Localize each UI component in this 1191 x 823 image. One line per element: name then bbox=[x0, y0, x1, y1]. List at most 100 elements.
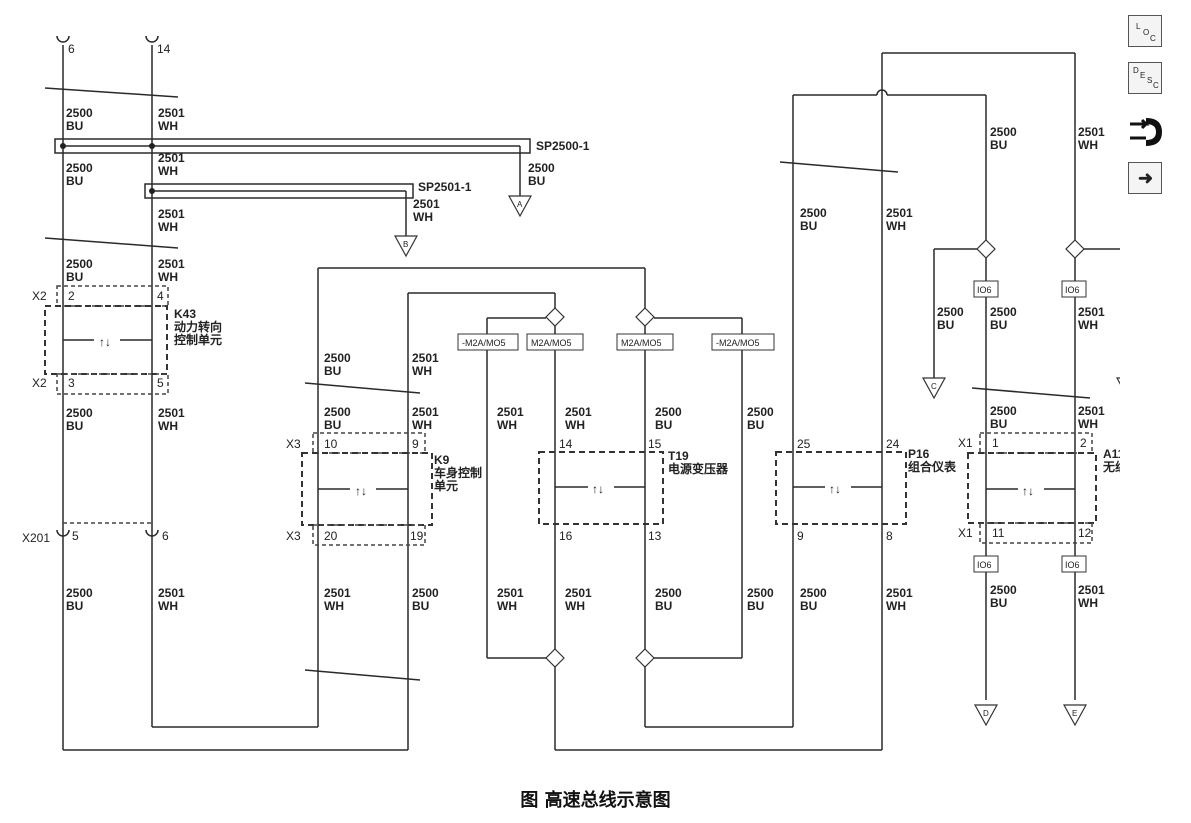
k43-name2: 控制单元 bbox=[174, 332, 222, 347]
svg-text:2501: 2501 bbox=[412, 351, 439, 365]
svg-text:2500: 2500 bbox=[412, 586, 439, 600]
svg-text:2501: 2501 bbox=[324, 586, 351, 600]
svg-text:WH: WH bbox=[158, 164, 178, 178]
svg-text:↑↓: ↑↓ bbox=[355, 484, 367, 498]
pin-labels: 6 14 2 4 3 5 5 6 10 9 20 19 14 15 16 13 … bbox=[68, 42, 1092, 543]
svg-text:BU: BU bbox=[66, 119, 83, 133]
svg-text:2500: 2500 bbox=[324, 405, 351, 419]
k43-name1: 动力转向 bbox=[174, 319, 222, 334]
splice-sp2501 bbox=[144, 183, 414, 199]
module-a11 bbox=[967, 432, 1097, 544]
junction-dots bbox=[60, 143, 155, 194]
svg-text:↑↓: ↑↓ bbox=[1022, 484, 1034, 498]
tag-io6-2: IO6 bbox=[1065, 285, 1080, 295]
svg-text:2500: 2500 bbox=[66, 257, 93, 271]
svg-text:BU: BU bbox=[747, 418, 764, 432]
svg-text:2501: 2501 bbox=[158, 257, 185, 271]
svg-text:24: 24 bbox=[886, 437, 900, 451]
k9-name2: 单元 bbox=[434, 478, 458, 493]
svg-text:2500: 2500 bbox=[990, 404, 1017, 418]
tag-boxes: -M2A/MO5 M2A/MO5 M2A/MO5 -M2A/MO5 IO6 IO… bbox=[457, 280, 1087, 573]
tag-m2a-4: -M2A/MO5 bbox=[716, 338, 760, 348]
svg-text:12: 12 bbox=[1078, 526, 1092, 540]
svg-text:25: 25 bbox=[797, 437, 811, 451]
tag-m2a-3: M2A/MO5 bbox=[621, 338, 662, 348]
svg-text:BU: BU bbox=[324, 418, 341, 432]
svg-text:2500: 2500 bbox=[990, 125, 1017, 139]
svg-text:2501: 2501 bbox=[565, 405, 592, 419]
desc-button[interactable]: D E S C bbox=[1128, 62, 1162, 94]
k9-name1: 车身控制 bbox=[434, 465, 482, 480]
svg-text:4: 4 bbox=[157, 289, 164, 303]
tag-m2a-1: -M2A/MO5 bbox=[462, 338, 506, 348]
ref-a: A bbox=[517, 200, 523, 209]
a11-conn-bot: X1 bbox=[958, 526, 973, 540]
svg-text:2501: 2501 bbox=[158, 151, 185, 165]
ref-b: B bbox=[403, 240, 408, 249]
svg-text:9: 9 bbox=[797, 529, 804, 543]
module-p16 bbox=[775, 451, 907, 525]
sp2501-label: SP2501-1 bbox=[418, 180, 472, 194]
svg-text:↑↓: ↑↓ bbox=[592, 482, 604, 496]
next-arrow-button[interactable]: ➜ bbox=[1128, 162, 1162, 194]
svg-text:BU: BU bbox=[324, 364, 341, 378]
svg-text:WH: WH bbox=[886, 219, 906, 233]
svg-text:2501: 2501 bbox=[1078, 404, 1105, 418]
svg-text:BU: BU bbox=[990, 596, 1007, 610]
svg-text:WH: WH bbox=[158, 419, 178, 433]
svg-text:6: 6 bbox=[162, 529, 169, 543]
tag-io6-1: IO6 bbox=[977, 285, 992, 295]
a11-name: 无线电 bbox=[1102, 459, 1120, 474]
svg-text:2501: 2501 bbox=[158, 106, 185, 120]
a11-id: A11 bbox=[1103, 447, 1120, 461]
svg-text:2500: 2500 bbox=[655, 586, 682, 600]
svg-text:2500: 2500 bbox=[324, 351, 351, 365]
svg-text:20: 20 bbox=[324, 529, 338, 543]
svg-text:WH: WH bbox=[1078, 596, 1098, 610]
t19-id: T19 bbox=[668, 449, 689, 463]
ref-d: D bbox=[983, 709, 989, 718]
svg-text:19: 19 bbox=[410, 529, 424, 543]
bus-arrow-icon: ↑↓ ↑↓ ↑↓ ↑↓ ↑↓ bbox=[99, 335, 1034, 498]
svg-text:2: 2 bbox=[68, 289, 75, 303]
svg-text:BU: BU bbox=[800, 599, 817, 613]
svg-text:6: 6 bbox=[68, 42, 75, 56]
svg-text:WH: WH bbox=[1078, 138, 1098, 152]
svg-text:BU: BU bbox=[66, 419, 83, 433]
svg-text:2500: 2500 bbox=[66, 406, 93, 420]
a11-conn-top: X1 bbox=[958, 436, 973, 450]
svg-text:2501: 2501 bbox=[158, 207, 185, 221]
svg-text:11: 11 bbox=[992, 526, 1005, 540]
svg-text:2501: 2501 bbox=[565, 586, 592, 600]
svg-text:2500: 2500 bbox=[66, 586, 93, 600]
diamond-splices bbox=[545, 239, 1085, 668]
svg-text:WH: WH bbox=[886, 599, 906, 613]
loc-button[interactable]: L O C bbox=[1128, 15, 1162, 47]
svg-text:↑↓: ↑↓ bbox=[829, 482, 841, 496]
svg-text:2500: 2500 bbox=[66, 161, 93, 175]
k43-conn-top: X2 bbox=[32, 289, 47, 303]
svg-text:BU: BU bbox=[66, 270, 83, 284]
svg-text:2501: 2501 bbox=[1078, 305, 1105, 319]
svg-text:WH: WH bbox=[497, 418, 517, 432]
svg-text:2501: 2501 bbox=[1078, 583, 1105, 597]
k9-conn-bot: X3 bbox=[286, 529, 301, 543]
ref-e: E bbox=[1072, 709, 1077, 718]
svg-text:↑↓: ↑↓ bbox=[99, 335, 111, 349]
p16-name: 组合仪表 bbox=[908, 459, 957, 474]
svg-text:2500: 2500 bbox=[990, 305, 1017, 319]
svg-text:BU: BU bbox=[990, 138, 1007, 152]
sp2500-label: SP2500-1 bbox=[536, 139, 590, 153]
svg-text:BU: BU bbox=[747, 599, 764, 613]
k43-conn-bot: X2 bbox=[32, 376, 47, 390]
connector-tool-icon[interactable] bbox=[1128, 112, 1166, 152]
p16-id: P16 bbox=[908, 447, 930, 461]
module-labels: X2 X2 K43 动力转向 控制单元 X201 X3 X3 K9 车身控制 单… bbox=[22, 139, 1120, 545]
svg-text:2501: 2501 bbox=[886, 206, 913, 220]
svg-text:1: 1 bbox=[992, 436, 999, 450]
svg-text:2500: 2500 bbox=[800, 206, 827, 220]
svg-text:BU: BU bbox=[412, 599, 429, 613]
svg-text:14: 14 bbox=[157, 42, 171, 56]
svg-text:WH: WH bbox=[158, 220, 178, 234]
